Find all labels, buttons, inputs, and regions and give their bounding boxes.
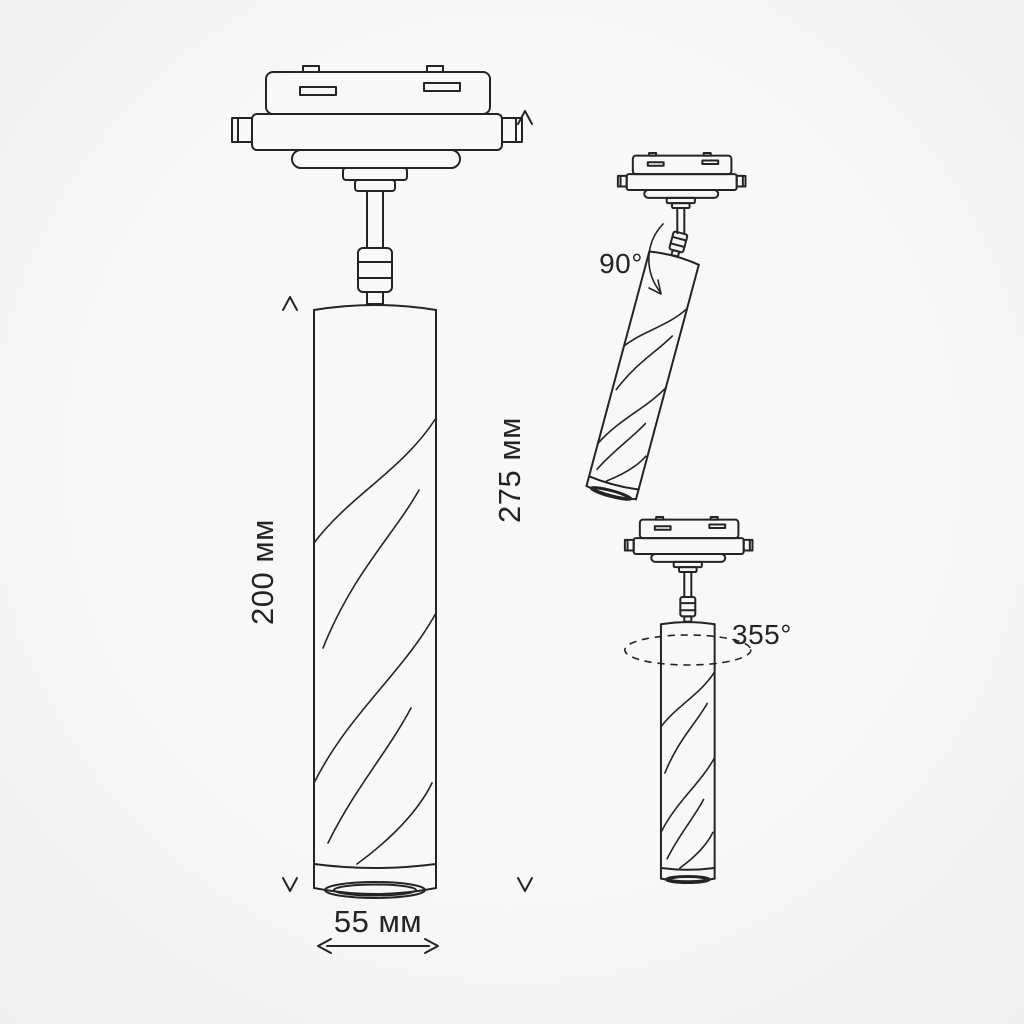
spotlight-barrel bbox=[660, 596, 716, 884]
arrow-right-icon bbox=[425, 939, 438, 953]
tilt-arc-arrow bbox=[649, 224, 663, 293]
dimension-body-height: 200 мм bbox=[245, 297, 297, 891]
arrow-head-icon bbox=[649, 280, 661, 294]
rotation-view: 355° bbox=[624, 516, 792, 884]
diameter-label: 55 мм bbox=[334, 904, 422, 939]
arrow-up-icon bbox=[518, 111, 532, 124]
rotation-ellipse bbox=[625, 635, 751, 665]
track-adapter bbox=[624, 516, 753, 598]
dimension-overall-height: 275 мм bbox=[492, 111, 532, 891]
front-view bbox=[231, 65, 523, 899]
dimension-diameter: 55 мм bbox=[318, 904, 438, 953]
body-height-label: 200 мм bbox=[245, 519, 280, 625]
rotation-angle-label: 355° bbox=[732, 619, 792, 650]
overall-height-label: 275 мм bbox=[492, 417, 527, 523]
arrow-down-icon bbox=[283, 878, 297, 891]
track-adapter bbox=[231, 65, 523, 249]
tilt-view: 90° bbox=[584, 152, 746, 504]
arrow-left-icon bbox=[318, 939, 331, 953]
arrow-up-icon bbox=[283, 297, 297, 310]
arrow-down-icon bbox=[518, 878, 532, 891]
tilt-angle-label: 90° bbox=[599, 248, 643, 279]
track-adapter bbox=[617, 152, 746, 234]
spotlight-barrel bbox=[313, 247, 437, 899]
